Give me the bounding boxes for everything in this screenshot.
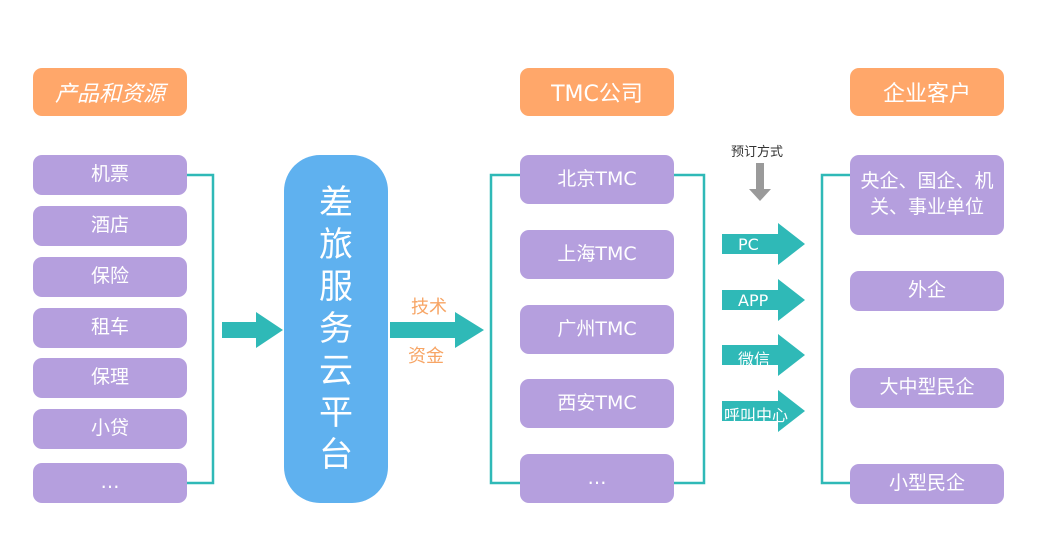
products-header: 产品和资源: [33, 68, 187, 116]
booking-method-app: APP: [738, 291, 769, 310]
product-item: 酒店: [33, 206, 187, 246]
customer-item: 小型民企: [850, 464, 1004, 504]
tmc-header: TMC公司: [520, 68, 674, 116]
product-item: 保理: [33, 358, 187, 398]
tmc-right-bracket: [674, 173, 706, 485]
tmc-item-more: …: [520, 454, 674, 503]
booking-arrow-app: [722, 279, 805, 321]
customers-header: 企业客户: [850, 68, 1004, 116]
tmc-item: 北京TMC: [520, 155, 674, 204]
tmc-item: 西安TMC: [520, 379, 674, 428]
booking-arrow-wechat: [722, 334, 805, 376]
tmc-item: 广州TMC: [520, 305, 674, 354]
booking-arrow-pc: [722, 223, 805, 265]
product-item-more: …: [33, 463, 187, 503]
platform-char: 平: [319, 393, 353, 433]
customers-bracket: [820, 173, 850, 485]
customer-item: 外企: [850, 271, 1004, 311]
customer-item: 央企、国企、机关、事业单位: [850, 155, 1004, 235]
booking-method-pc: PC: [738, 235, 759, 254]
tmc-left-bracket: [489, 173, 520, 485]
platform-char: 台: [319, 435, 353, 475]
tmc-item: 上海TMC: [520, 230, 674, 279]
product-item: 小贷: [33, 409, 187, 449]
booking-down-arrow: [749, 163, 771, 201]
platform-char: 云: [319, 351, 353, 391]
products-bracket: [187, 173, 215, 485]
customer-item: 大中型民企: [850, 368, 1004, 408]
product-item: 机票: [33, 155, 187, 195]
booking-method-wechat: 微信: [738, 350, 771, 369]
platform-char: 旅: [319, 225, 353, 265]
booking-method-label: 预订方式: [731, 145, 784, 160]
arrow-label-technology: 技术: [411, 297, 447, 318]
arrow-label-capital: 资金: [408, 346, 444, 367]
platform-char: 务: [319, 309, 353, 349]
product-item: 保险: [33, 257, 187, 297]
arrow-platform-to-tmc: [390, 312, 484, 348]
booking-arrow-callcenter: [722, 390, 805, 432]
booking-method-callcenter: 呼叫中心: [724, 406, 789, 425]
platform-char: 差: [319, 183, 353, 223]
arrow-products-to-platform: [222, 312, 283, 348]
travel-service-cloud-platform: 差 旅 服 务 云 平 台: [284, 155, 388, 503]
product-item: 租车: [33, 308, 187, 348]
platform-char: 服: [319, 267, 353, 307]
